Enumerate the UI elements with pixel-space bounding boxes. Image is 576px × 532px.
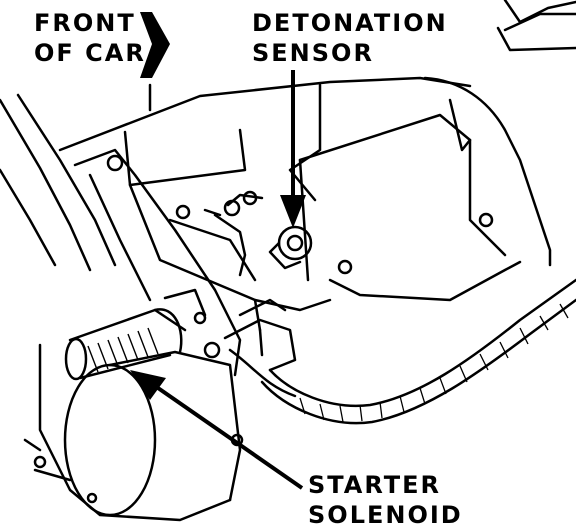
sensor-label-line1: DETONATION <box>252 9 448 37</box>
solenoid-pointer-arrow <box>130 370 304 490</box>
starter-label-line1: STARTER <box>308 471 442 499</box>
sensor-pointer-arrow <box>280 70 306 228</box>
fender-bracket <box>496 0 576 52</box>
detonation-sensor <box>203 190 313 277</box>
sensor-label-line2: SENSOR <box>252 39 374 67</box>
front-label-line1: FRONT <box>34 9 136 37</box>
starter-label-line2: SOLENOID <box>308 501 463 529</box>
engine-block <box>58 76 552 332</box>
starter-solenoid <box>64 288 207 381</box>
starter-motor <box>23 343 242 522</box>
wire-harness <box>228 278 576 425</box>
front-label-line2: OF CAR <box>34 39 146 67</box>
front-direction-arrow <box>140 12 170 78</box>
starter-solenoid-label: STARTER SOLENOID <box>308 470 463 530</box>
front-of-car-label: FRONT OF CAR <box>34 8 146 68</box>
solenoid-connector <box>203 298 297 372</box>
mounting-bracket <box>73 148 494 447</box>
cable-shading <box>299 303 569 423</box>
frame-rail <box>0 93 117 272</box>
detonation-sensor-label: DETONATION SENSOR <box>252 8 448 68</box>
solenoid-shading <box>87 327 159 373</box>
